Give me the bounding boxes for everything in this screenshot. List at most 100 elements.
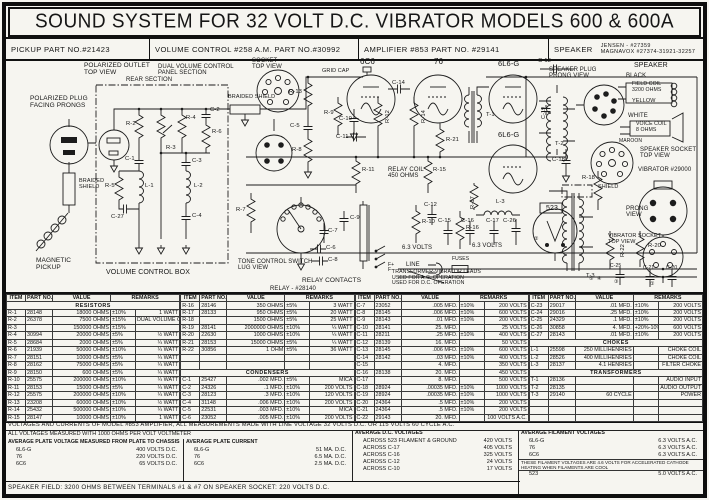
cell-part: 28151 bbox=[25, 353, 53, 363]
panel-title: AVERAGE D.C. VOLTAGES bbox=[355, 430, 423, 436]
schematic-label: C-18 bbox=[552, 157, 565, 163]
schematic-label: C-7 bbox=[328, 228, 338, 234]
schematic-label: C-25 bbox=[610, 263, 622, 269]
schematic-label: R-22 bbox=[620, 244, 626, 257]
cell-tol: ±5% bbox=[110, 331, 136, 340]
cell-item: C-2 bbox=[180, 383, 201, 393]
cell-part: 28148 bbox=[25, 308, 53, 318]
cell-tol: ±10% bbox=[458, 316, 485, 325]
cell-item: C-9 bbox=[354, 316, 375, 325]
schematic-label: R-9 bbox=[324, 110, 334, 116]
cell-value: .03 MFD. bbox=[400, 353, 460, 363]
schematic-label: REAR SECTION bbox=[126, 77, 173, 83]
cell-value: 15000 OHMS bbox=[226, 338, 286, 348]
schematic-label: YELLOW bbox=[632, 98, 656, 104]
cell-rem: 450 VOLTS bbox=[483, 368, 529, 378]
cell-value: .002 MFD. bbox=[226, 376, 286, 385]
cell-part: 28526 bbox=[547, 353, 576, 363]
cell-rem bbox=[657, 405, 704, 415]
cell-tol: ±5% bbox=[110, 338, 136, 348]
cell-part: 28141 bbox=[373, 323, 402, 333]
panel-row-value: 2.5 MA. D.C. bbox=[314, 460, 346, 467]
cell-item: C-11 bbox=[354, 331, 375, 340]
panel-row-label: 6L6-G bbox=[529, 437, 545, 444]
cell-item: C-25 bbox=[528, 316, 549, 325]
schematic-label: C-21 bbox=[643, 265, 655, 271]
schematic-label: RELAY COIL 450 OHMS bbox=[388, 167, 424, 180]
section-header-cell: CONDENSERS bbox=[180, 368, 355, 378]
cell-tol: ±10% bbox=[284, 398, 311, 408]
cell-item: R-20 bbox=[180, 331, 201, 340]
cell-tol: ±10% bbox=[632, 308, 659, 318]
column-header: PART NO. bbox=[547, 293, 576, 303]
schematic-label: R-7 bbox=[236, 207, 246, 213]
table-row: RESISTORS bbox=[5, 301, 181, 310]
cell-part: 28146 bbox=[199, 301, 228, 310]
cell-item: C-7 bbox=[354, 301, 375, 310]
cell-item: R-21 bbox=[180, 338, 201, 348]
cell-tol bbox=[632, 361, 659, 370]
cell-part bbox=[25, 323, 53, 333]
schematic-label: R-17 bbox=[470, 196, 476, 209]
cell-tol: ±5% bbox=[110, 383, 136, 393]
cell-part: 28924 bbox=[373, 383, 402, 393]
cell-part: 29140 bbox=[547, 391, 576, 400]
schematic-label: MAROON bbox=[619, 138, 643, 144]
cell-item: T-2 bbox=[528, 383, 549, 393]
cell-item: R-11 bbox=[6, 383, 26, 393]
cell-tol: ±10% bbox=[632, 316, 659, 325]
cell-item: R-4 bbox=[6, 331, 26, 340]
cell-tol bbox=[458, 323, 485, 333]
panel-row-value: 6.3 VOLTS A.C. bbox=[658, 444, 697, 451]
cell-tol bbox=[632, 346, 659, 355]
schematic-label: TRANSFORMER-VIBRATOR LEADS USED FOR A.C.… bbox=[392, 269, 481, 287]
cell-value: 4. MFD. bbox=[574, 323, 634, 333]
cell-tol: ±5% bbox=[284, 376, 311, 385]
schematic-label: VOLUME CONTROL BOX bbox=[106, 269, 190, 276]
panel-title: AVERAGE FILAMENT VOLTAGES bbox=[521, 430, 605, 436]
schematic-label: ① bbox=[650, 281, 655, 287]
panel-row-value: 24 VOLTS bbox=[486, 458, 512, 465]
cell-rem bbox=[309, 361, 355, 370]
cell-rem bbox=[657, 398, 704, 408]
schematic-label: R-18 bbox=[582, 175, 595, 181]
cell-value: 20. MFD. bbox=[400, 368, 460, 378]
header-pickup: PICKUP PART NO.#21423 bbox=[6, 39, 150, 59]
cell-tol: ±10% bbox=[632, 301, 659, 310]
cell-value: .01 MFD. bbox=[400, 316, 460, 325]
cell-rem: CHOKE COIL bbox=[657, 353, 704, 363]
cell-tol: ±10% bbox=[110, 405, 136, 415]
cell-part: 28143 bbox=[547, 331, 576, 340]
cell-item: C-23 bbox=[528, 301, 549, 310]
schematic-label: C-3 bbox=[192, 158, 202, 164]
panel-row-label: ACROSS 523 FILAMENT & GROUND bbox=[363, 437, 457, 444]
schematic-label: R-6 bbox=[212, 129, 222, 135]
panel-plate-voltage: AVERAGE PLATE VOLTAGE MEASURED FROM PLAT… bbox=[6, 439, 183, 481]
cell-rem: 200 VOLTS bbox=[657, 316, 704, 325]
header-amplifier: AMPLIFIER #853 PART NO. #29141 bbox=[359, 39, 549, 59]
panel-row-label: ACROSS C-16 bbox=[363, 451, 400, 458]
panel-row-value: 220 VOLTS D.C. bbox=[136, 453, 177, 460]
cell-rem: 25 VOLTS bbox=[483, 323, 529, 333]
cell-tol: ±10% bbox=[458, 398, 485, 408]
column-header: VALUE bbox=[52, 293, 111, 303]
cell-rem: FILTER CHOKE bbox=[657, 361, 704, 370]
